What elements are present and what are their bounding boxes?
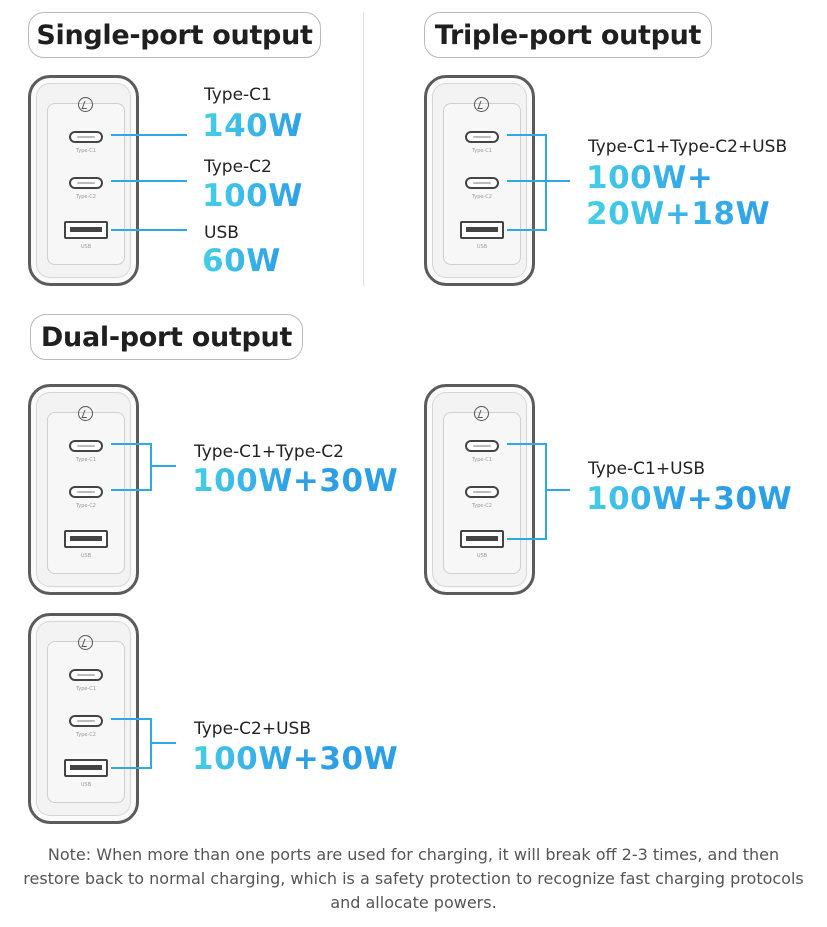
vertical-divider bbox=[363, 12, 364, 286]
port-label-c1: Type-C1 bbox=[76, 457, 96, 463]
type-c2-port-icon bbox=[465, 177, 499, 189]
connector-bracket bbox=[545, 443, 547, 540]
usb-port-icon bbox=[460, 221, 504, 239]
port-label-usb: USB bbox=[80, 244, 92, 250]
connector-line bbox=[111, 134, 187, 136]
triple-watt-line1: 100W+ bbox=[586, 160, 714, 196]
connector-line bbox=[111, 718, 152, 720]
port-label-c1: Type-C1 bbox=[472, 457, 492, 463]
type-c1-port-icon bbox=[69, 131, 103, 143]
port-label-c2: Type-C2 bbox=[472, 194, 492, 200]
connector-line bbox=[150, 465, 176, 467]
port-label-usb: USB bbox=[80, 553, 92, 559]
connector-line bbox=[545, 180, 570, 182]
usb-port-icon bbox=[460, 530, 504, 548]
connector-line bbox=[111, 767, 152, 769]
triple-watt-line2: 20W+18W bbox=[586, 196, 771, 232]
charger-dual-c1usb: Type-C1 Type-C2 USB bbox=[424, 384, 535, 595]
triple-port-heading: Triple-port output bbox=[424, 12, 712, 58]
usb-port-icon bbox=[64, 221, 108, 239]
watt-secondary: +30W bbox=[292, 741, 399, 777]
single-port-heading: Single-port output bbox=[28, 12, 321, 58]
dual-c2usb-name: Type-C2+USB bbox=[194, 719, 312, 739]
port-label-c1: Type-C1 bbox=[472, 148, 492, 154]
single-c1-watt: 140W bbox=[202, 108, 303, 144]
connector-line bbox=[507, 134, 547, 136]
watt-secondary: +30W bbox=[292, 463, 399, 499]
connector-line bbox=[111, 229, 187, 231]
single-usb-name: USB bbox=[204, 223, 239, 243]
port-label-usb: USB bbox=[80, 782, 92, 788]
connector-line bbox=[545, 489, 570, 491]
dual-port-heading: Dual-port output bbox=[30, 314, 303, 360]
watt-primary: 100W bbox=[192, 741, 293, 777]
connector-bracket bbox=[150, 443, 152, 491]
dual-c1c2-name: Type-C1+Type-C2 bbox=[194, 442, 344, 462]
type-c1-port-icon bbox=[465, 440, 499, 452]
safety-note: Note: When more than one ports are used … bbox=[23, 845, 804, 912]
connector-line bbox=[150, 742, 176, 744]
watt-secondary: +30W bbox=[686, 481, 793, 517]
single-usb-watt: 60W bbox=[202, 243, 281, 279]
charger-logo-icon bbox=[474, 406, 489, 421]
dual-c1usb-watt: 100W+30W bbox=[586, 481, 792, 517]
connector-line bbox=[111, 489, 152, 491]
connector-line bbox=[507, 443, 547, 445]
type-c2-port-icon bbox=[69, 715, 103, 727]
type-c1-port-icon bbox=[69, 440, 103, 452]
connector-bracket bbox=[545, 134, 547, 231]
single-c2-watt: 100W bbox=[202, 178, 303, 214]
connector-line bbox=[111, 180, 187, 182]
type-c2-port-icon bbox=[69, 486, 103, 498]
port-label-usb: USB bbox=[476, 244, 488, 250]
port-label-usb: USB bbox=[476, 553, 488, 559]
port-label-c2: Type-C2 bbox=[76, 194, 96, 200]
watt-primary: 100W bbox=[192, 463, 293, 499]
usb-port-icon bbox=[64, 530, 108, 548]
charger-logo-icon bbox=[78, 97, 93, 112]
charger-logo-icon bbox=[78, 406, 93, 421]
charger-logo-icon bbox=[78, 635, 93, 650]
type-c1-port-icon bbox=[465, 131, 499, 143]
type-c1-port-icon bbox=[69, 669, 103, 681]
type-c2-port-icon bbox=[69, 177, 103, 189]
connector-line bbox=[111, 443, 152, 445]
type-c2-port-icon bbox=[465, 486, 499, 498]
port-label-c1: Type-C1 bbox=[76, 148, 96, 154]
port-label-c2: Type-C2 bbox=[472, 503, 492, 509]
dual-c1usb-name: Type-C1+USB bbox=[588, 459, 706, 479]
dual-c2usb-watt: 100W+30W bbox=[192, 741, 398, 777]
watt-primary: 100W bbox=[586, 481, 687, 517]
port-label-c2: Type-C2 bbox=[76, 503, 96, 509]
dual-c1c2-watt: 100W+30W bbox=[192, 463, 398, 499]
single-c2-name: Type-C2 bbox=[204, 157, 272, 177]
charger-logo-icon bbox=[474, 97, 489, 112]
single-c1-name: Type-C1 bbox=[204, 85, 272, 105]
usb-port-icon bbox=[64, 759, 108, 777]
port-label-c2: Type-C2 bbox=[76, 732, 96, 738]
triple-name: Type-C1+Type-C2+USB bbox=[588, 137, 788, 157]
connector-line bbox=[507, 229, 547, 231]
connector-line bbox=[507, 538, 547, 540]
connector-line bbox=[507, 180, 547, 182]
port-label-c1: Type-C1 bbox=[76, 686, 96, 692]
